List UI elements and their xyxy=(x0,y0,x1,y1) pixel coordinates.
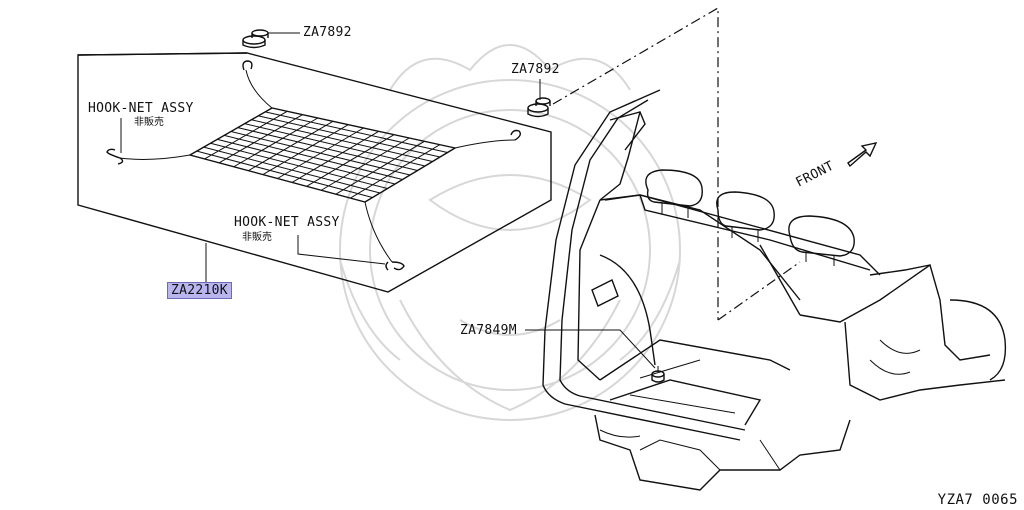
cargo-net[interactable] xyxy=(106,60,522,271)
hook-right xyxy=(510,129,522,141)
label-fastener[interactable]: ZA7849M xyxy=(460,323,517,338)
net-mesh-strand xyxy=(350,144,441,199)
label-hook-net-1[interactable]: HOOK-NET ASSY xyxy=(88,101,194,116)
label-hook-net-1-sub: 非販売 xyxy=(134,117,164,128)
reference-dashed-panel xyxy=(552,6,801,321)
label-hook-net-2[interactable]: HOOK-NET ASSY xyxy=(234,215,340,230)
fastener-bolt[interactable] xyxy=(651,366,665,383)
hook-top xyxy=(242,60,253,71)
net-mesh-strand xyxy=(335,140,425,195)
watermark-emblem xyxy=(339,44,681,421)
leader-lines xyxy=(120,32,656,369)
label-hook-net-2-sub: 非販売 xyxy=(242,232,272,243)
label-clip-top[interactable]: ZA7892 xyxy=(303,25,352,40)
hook-bottom xyxy=(385,261,405,271)
hook-left xyxy=(106,148,124,165)
net-mesh-strand xyxy=(265,111,448,153)
vehicle-cargo-area xyxy=(542,89,1007,491)
front-arrow xyxy=(847,142,878,168)
diagram-code: YZA7 0065 xyxy=(937,492,1018,508)
clip-fastener-top[interactable] xyxy=(242,29,269,49)
label-clip-mid[interactable]: ZA7892 xyxy=(511,62,560,77)
clip-fastener-mid[interactable] xyxy=(527,97,551,118)
net-panel xyxy=(77,52,552,293)
label-net-part-highlighted[interactable]: ZA2210K xyxy=(167,282,232,299)
